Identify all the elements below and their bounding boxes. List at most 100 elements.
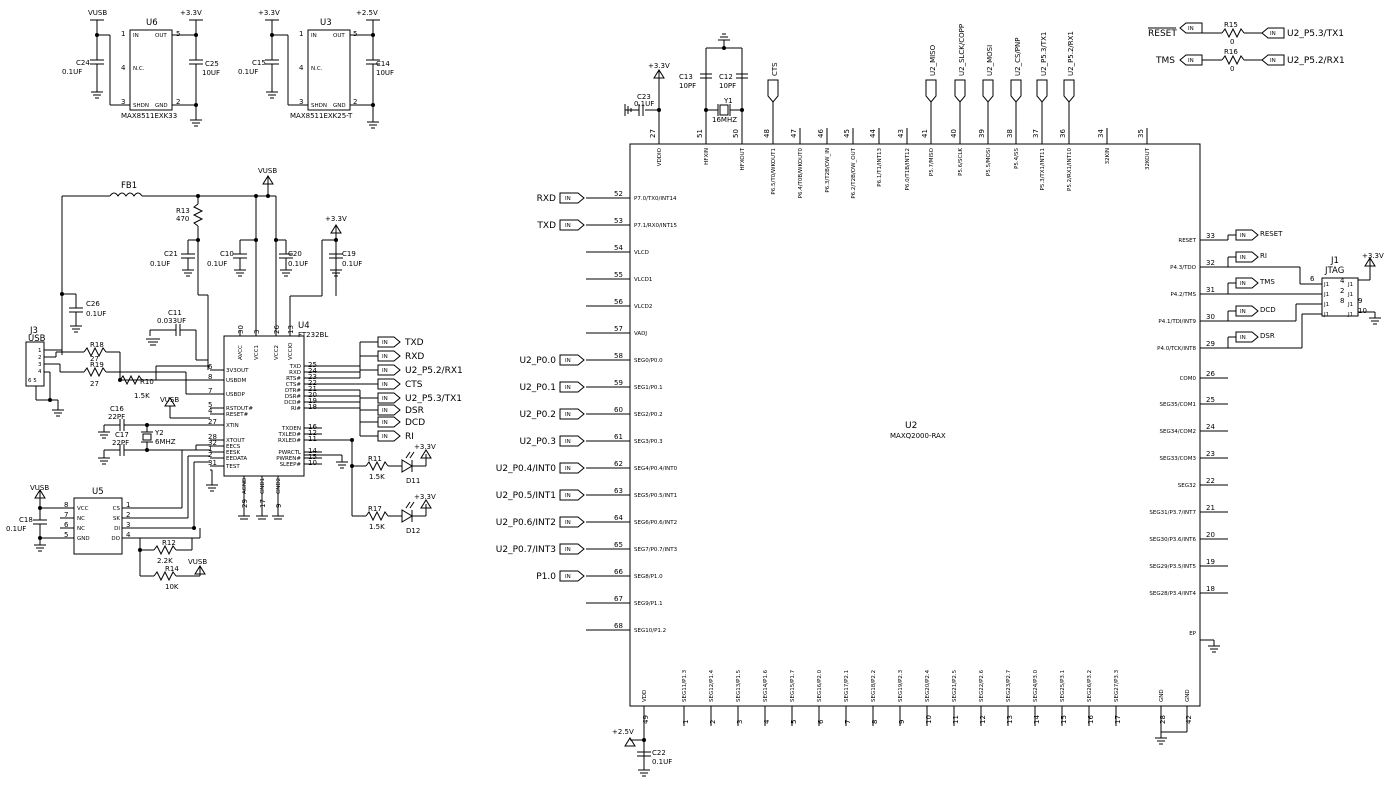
- vusb-rail-label: VUSB: [258, 167, 277, 175]
- u2-pin-name: SEG6/P0.6/INT2: [634, 520, 677, 526]
- u2-pin-num: 45: [843, 129, 851, 138]
- u4-pin-name: RESET#: [226, 412, 249, 418]
- c11-value: 0.033UF: [157, 317, 186, 325]
- u2-pin-name: SEG16/P2.0: [817, 669, 823, 702]
- u2-pin-num: 2: [709, 720, 717, 724]
- u3-pin-nc: N.C.: [311, 66, 323, 72]
- u2-pin-num: 26: [1206, 370, 1215, 378]
- u2-pin-name: P4.1/TDI/INT9: [1158, 319, 1196, 325]
- u5-pin-num: 1: [126, 501, 130, 509]
- u3-body: [307, 29, 351, 111]
- j3-name: USB: [28, 334, 46, 344]
- u4-pin-name: DCD#: [284, 400, 301, 406]
- u5-pin-name: NC: [77, 526, 85, 532]
- u2-pin-num: 64: [614, 514, 623, 522]
- u2-pin-num: 46: [817, 129, 825, 138]
- u4-pin-num: 16: [308, 423, 317, 431]
- u4-pin-num: 25: [308, 361, 317, 369]
- u2-pin-name: SEG28/P3.4/INT4: [1149, 591, 1196, 597]
- r18-ref: R18: [90, 341, 104, 349]
- svg-text:IN: IN: [1240, 255, 1246, 261]
- u5-pin-num: 7: [64, 511, 68, 519]
- u2-pin-num: 49: [642, 715, 650, 724]
- c17-ref: C17: [115, 431, 129, 439]
- u6-part: MAX8511EXK33: [121, 112, 177, 120]
- j1-ref: J1: [1330, 256, 1339, 266]
- u2-pin-name: VLCD2: [634, 304, 652, 310]
- c10-ref: C10: [220, 250, 234, 258]
- u2-pin-num: 36: [1059, 129, 1067, 138]
- u2-pin-name: SEG17/P2.1: [844, 670, 850, 702]
- in-flag-text: IN: [382, 368, 388, 374]
- u2-pin-name: SEG35/COM1: [1160, 402, 1197, 408]
- u2-pin-num: 15: [1060, 715, 1068, 724]
- j1-pin-label: J1: [1323, 282, 1329, 288]
- j1-pin-label: J1: [1347, 292, 1353, 298]
- u2-pin-num: 4: [763, 719, 771, 724]
- u2-left-net-label: RXD: [537, 194, 556, 204]
- svg-text:IN: IN: [1240, 335, 1246, 341]
- r17-ref: R17: [368, 505, 382, 513]
- u2-pin-num: 50: [732, 129, 740, 138]
- u4-pin-num: 23: [308, 373, 317, 381]
- u2-pin-name: HFXOUT: [740, 147, 746, 170]
- c21-value: 0.1UF: [150, 260, 170, 268]
- u2-pin-num: 24: [1206, 423, 1215, 431]
- in-flag: [767, 79, 779, 103]
- u4-pin-name: AVCC: [238, 345, 244, 360]
- u3-pin-shdn: SHDN: [311, 103, 327, 109]
- u4-pin-num: 28: [208, 433, 217, 441]
- u4-pin-num: 24: [308, 367, 317, 375]
- in-flag-text: IN: [382, 420, 388, 426]
- u2-pin-num: 29: [1206, 340, 1215, 348]
- u4-pin-name: DSR#: [285, 394, 302, 400]
- u4-pin-num: 5: [208, 401, 212, 409]
- j1-pin-label: J1: [1323, 292, 1329, 298]
- u2-pin-num: 14: [1033, 715, 1041, 724]
- in-flag: [559, 408, 585, 420]
- d11-ref: D11: [406, 477, 420, 485]
- u2-pin-name: VDDIO: [657, 147, 663, 166]
- dcd-right-net: DCD: [1260, 306, 1276, 314]
- u4-pin-name: CTS#: [286, 382, 302, 388]
- u2-pin-num: 17: [1114, 715, 1122, 724]
- c18-ref: C18: [19, 516, 33, 524]
- u2-pin-num: 47: [790, 129, 798, 138]
- in-flag: IN: [1179, 22, 1203, 34]
- u2-part: MAXQ2000-RAX: [890, 432, 946, 440]
- u4-pin-num: 18: [308, 403, 317, 411]
- u2-pin-name: SEG22/P2.6: [979, 669, 985, 702]
- in-flag: [1235, 229, 1259, 241]
- u2-left-net-label: U2_P0.2: [519, 410, 556, 420]
- u2-pin-num: 40: [950, 129, 958, 138]
- in-flag-text: IN: [382, 408, 388, 414]
- c19-ref: C19: [342, 250, 356, 258]
- u2-top-net-flags: CTS U2_MISO U2_SLCK/COPP U2_MOSI U2_CS/P…: [767, 24, 1075, 128]
- u2-pin-name: P5.3/TX1/INT11: [1040, 148, 1046, 191]
- u6-pin-shdn: SHDN: [133, 103, 149, 109]
- u2-pin-num: 42: [1185, 715, 1193, 724]
- u2-pin-name: SEG19/P2.3: [898, 669, 904, 702]
- in-flag: [559, 354, 585, 366]
- svg-text:IN: IN: [1240, 281, 1246, 287]
- u2-pin-num: 58: [614, 352, 623, 360]
- in-flag: [559, 462, 585, 474]
- u2-pin-name: SEG13/P1.5: [736, 669, 742, 702]
- u2-pin-num: 37: [1032, 129, 1040, 138]
- u4-pin-num: 7: [208, 387, 212, 395]
- u3-pin-out: OUT: [333, 33, 345, 39]
- r12-value: 2.2K: [157, 557, 173, 565]
- u2-pin-name: P5.7/MISO: [929, 147, 935, 176]
- c18-value: 0.1UF: [6, 525, 26, 533]
- u5-pin-name: DO: [111, 536, 120, 542]
- u2-pin-name: P6.4/T0B/WKOUT0: [798, 147, 804, 198]
- u2-pin-name: SEG12/P1.4: [709, 669, 715, 702]
- c25-value: 10UF: [202, 69, 220, 77]
- y2-crystal: [142, 433, 152, 441]
- u2-pin-name: SEG0/P0.0: [634, 358, 663, 364]
- in-flag: [1063, 79, 1075, 103]
